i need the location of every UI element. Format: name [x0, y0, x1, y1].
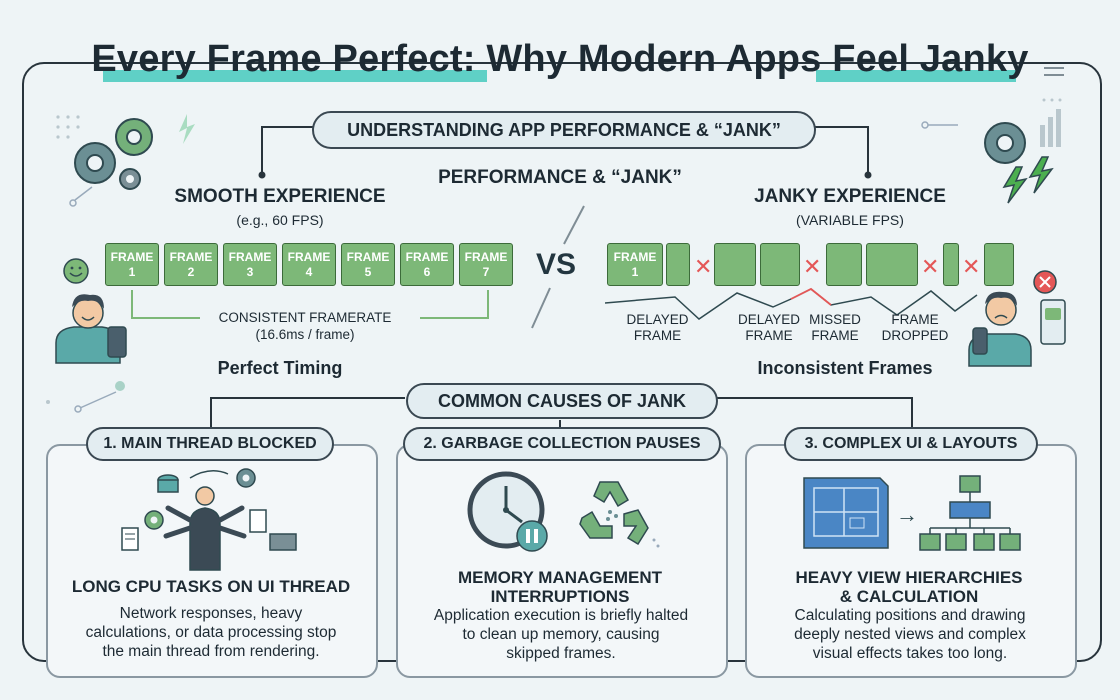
- title-highlight-right: [816, 70, 1016, 82]
- causes-pill: COMMON CAUSES OF JANK: [406, 383, 718, 419]
- janky-heading: JANKY EXPERIENCE (VARIABLE FPS): [700, 186, 1000, 228]
- vs-divider: [531, 205, 585, 329]
- understanding-label: UNDERSTANDING APP PERFORMANCE & “JANK”: [347, 120, 781, 140]
- vs-label: VS: [536, 248, 577, 281]
- hierarchy-icon: [919, 475, 1021, 551]
- card-3-title-pill: 3. COMPLEX UI & LAYOUTS: [784, 427, 1038, 461]
- janky-frame: [666, 243, 690, 286]
- janky-caption: Inconsistent Frames: [757, 358, 933, 378]
- missed-frame-x: ✕: [962, 254, 981, 279]
- title-container: Every Frame Perfect: Why Modern Apps Fee…: [0, 38, 1120, 81]
- janky-subtitle: (VARIABLE FPS): [796, 212, 904, 228]
- smooth-title: SMOOTH EXPERIENCE: [174, 186, 386, 207]
- page-title: Every Frame Perfect: Why Modern Apps Fee…: [91, 38, 1029, 80]
- dots-decoration: [46, 381, 125, 413]
- card-1-title-pill: 1. MAIN THREAD BLOCKED: [86, 427, 334, 461]
- janky-frame: [714, 243, 756, 286]
- title-highlight-left: [103, 70, 487, 82]
- leaf-icon: [179, 114, 195, 144]
- framerate-bracket: [131, 290, 489, 319]
- recycle-icon: [579, 481, 660, 548]
- janky-frame: [984, 243, 1014, 286]
- frustrated-user-icon: [968, 270, 1066, 367]
- card-1-title: 1. MAIN THREAD BLOCKED: [103, 435, 317, 452]
- missed-frame-x: ✕: [921, 254, 940, 279]
- cause-card-complex-ui: [745, 444, 1077, 678]
- busy-thread-icon: [121, 468, 297, 571]
- understanding-pill: UNDERSTANDING APP PERFORMANCE & “JANK”: [312, 111, 816, 149]
- janky-frame: [826, 243, 862, 286]
- card-3-title: 3. COMPLEX UI & LAYOUTS: [804, 435, 1018, 452]
- card-2-title: 2. GARBAGE COLLECTION PAUSES: [423, 435, 701, 452]
- janky-frame: [760, 243, 800, 286]
- card-3-heading: HEAVY VIEW HIERARCHIES& CALCULATION: [795, 568, 1023, 606]
- card-2-title-pill: 2. GARBAGE COLLECTION PAUSES: [403, 427, 721, 461]
- smooth-subtitle: (e.g., 60 FPS): [236, 212, 324, 228]
- happy-user-icon: [55, 258, 127, 364]
- janky-timeline: [605, 287, 978, 320]
- menu-icon: [1044, 67, 1064, 76]
- missed-frame-x: ✕: [694, 254, 713, 279]
- clock-icon: [467, 471, 548, 552]
- framerate-line1: CONSISTENT FRAMERATE: [218, 310, 392, 325]
- card-1-heading: LONG CPU TASKS ON UI THREAD: [71, 577, 351, 596]
- janky-frame: [866, 243, 918, 286]
- blueprint-icon: [803, 477, 889, 549]
- gear-icon: [56, 115, 153, 207]
- janky-title: JANKY EXPERIENCE: [754, 186, 946, 207]
- lightning-icon: [921, 98, 1062, 204]
- framerate-line2: (16.6ms / frame): [255, 327, 355, 342]
- performance-subheading: PERFORMANCE & “JANK”: [438, 167, 682, 188]
- cause-card-garbage-collection: [396, 444, 728, 678]
- smooth-caption: Perfect Timing: [217, 358, 343, 378]
- janky-frame: [943, 243, 959, 286]
- smooth-heading: SMOOTH EXPERIENCE (e.g., 60 FPS): [130, 186, 430, 228]
- arrow-icon: →: [896, 502, 918, 527]
- missed-frame-x: ✕: [803, 254, 822, 279]
- causes-label: COMMON CAUSES OF JANK: [437, 391, 686, 411]
- framerate-note: CONSISTENT FRAMERATE (16.6ms / frame): [190, 310, 420, 342]
